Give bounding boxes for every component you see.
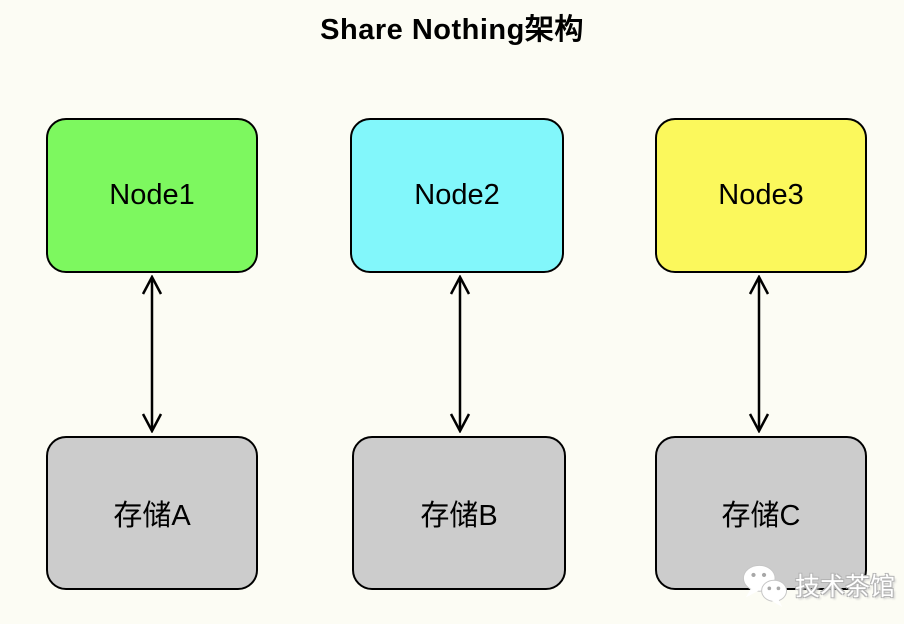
storage-b-label: 存储B [420,500,498,532]
double-arrow-node1-storageA-icon [141,275,163,433]
node3-label: Node3 [718,179,804,211]
storage-c-box: 存储C [655,436,867,590]
node2-box: Node2 [350,118,564,273]
page-title: Share Nothing架构 [320,14,584,46]
node3-box: Node3 [655,118,867,273]
node1-label: Node1 [109,179,195,211]
storage-b-box: 存储B [352,436,566,590]
storage-a-label: 存储A [113,500,191,532]
node1-box: Node1 [46,118,258,273]
double-arrow-node3-storageC-icon [748,275,770,433]
storage-c-label: 存储C [721,500,801,532]
double-arrow-node2-storageB-icon [449,275,471,433]
node2-label: Node2 [414,179,500,211]
wechat-icon [742,562,788,608]
storage-a-box: 存储A [46,436,258,590]
watermark-label: 技术茶馆 [795,573,896,601]
watermark: 技术茶馆 [742,562,895,608]
